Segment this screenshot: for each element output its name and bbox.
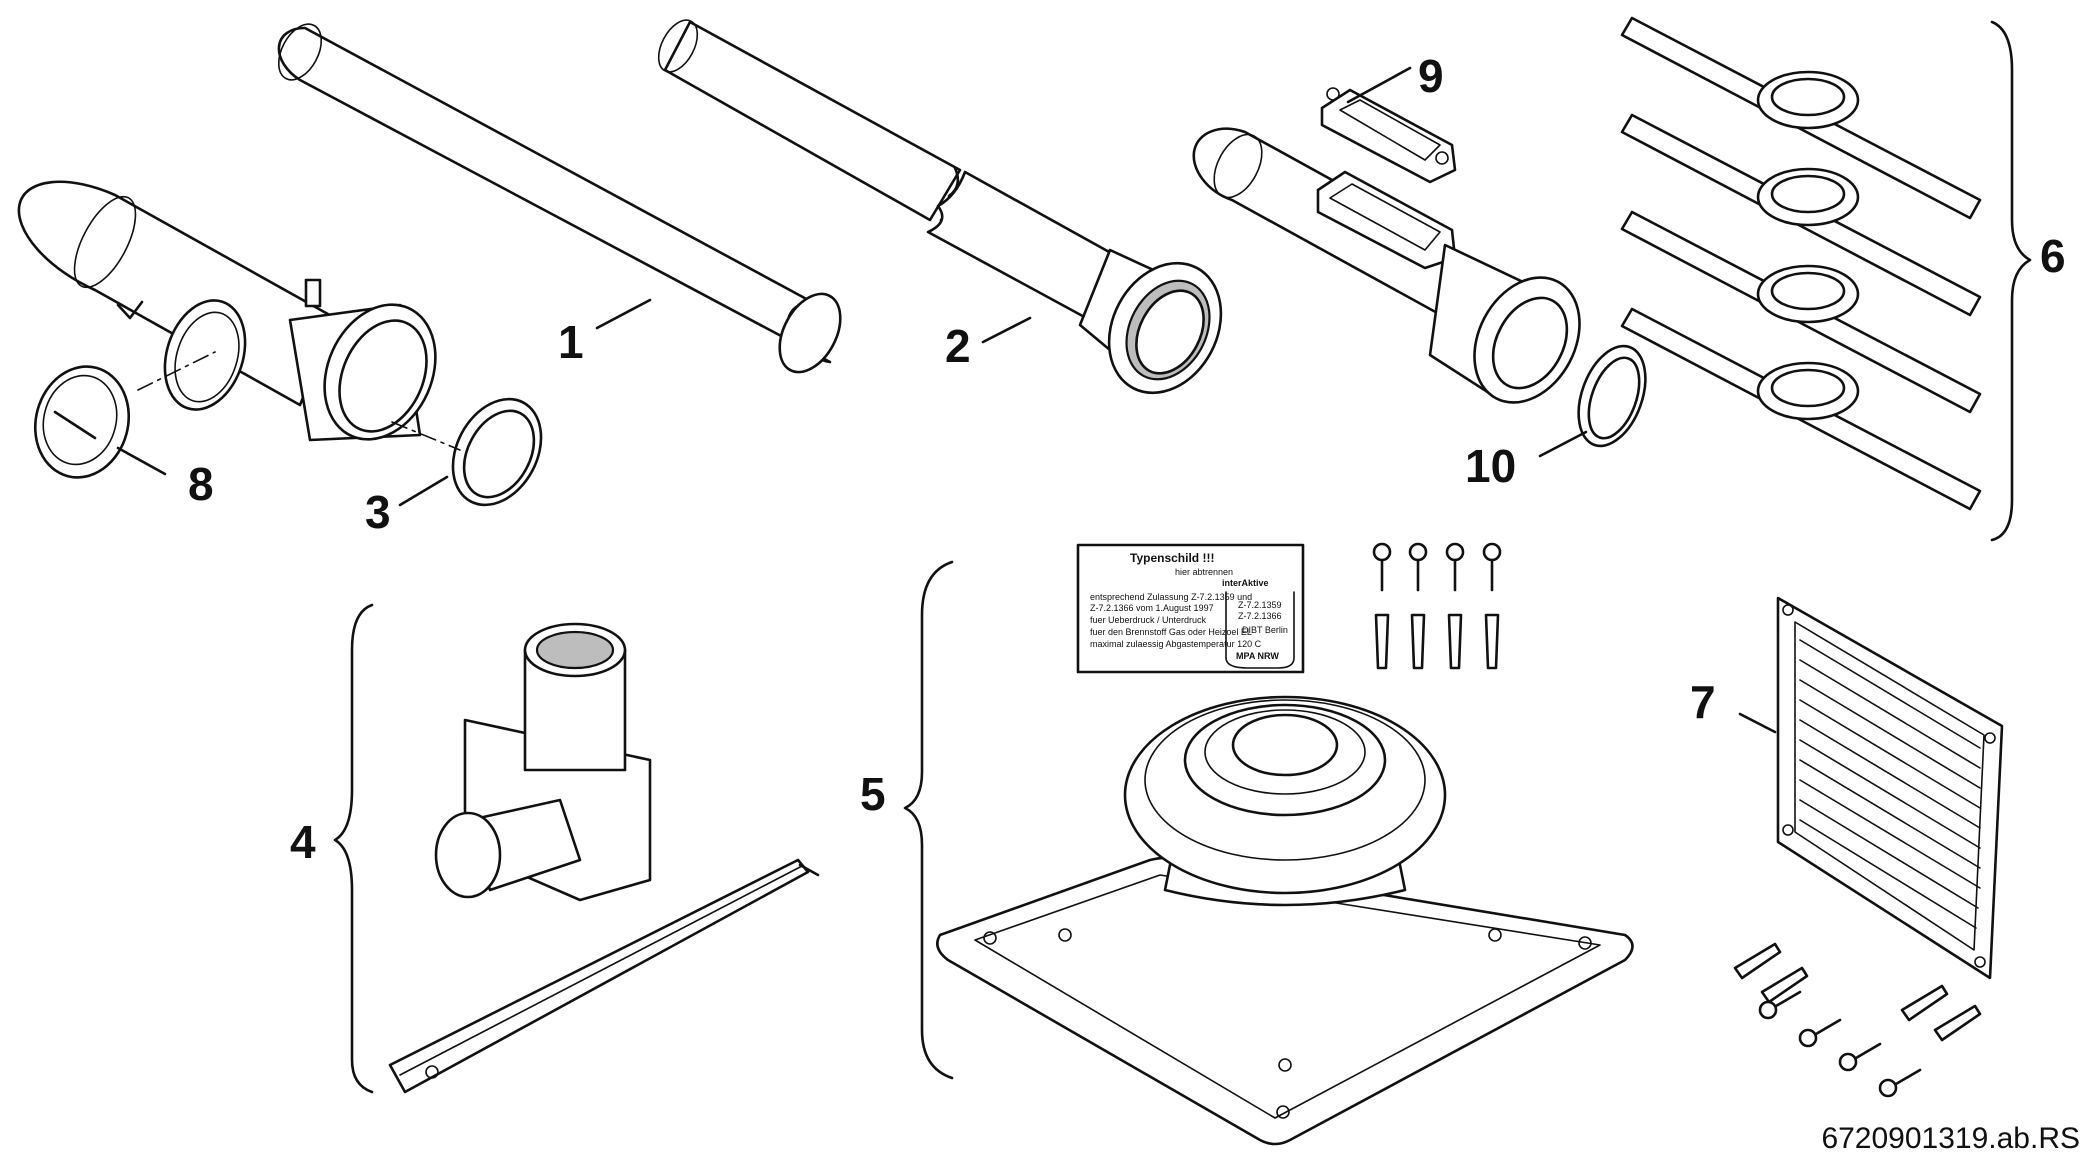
part-10-seal-ring — [1577, 344, 1647, 448]
callout-5: 5 — [860, 768, 886, 820]
part-2-socket-pipe — [657, 19, 1223, 395]
screw — [1758, 990, 1802, 1020]
screw — [1445, 542, 1465, 592]
part-4-rail — [388, 858, 820, 1094]
callout-6: 6 — [2040, 230, 2066, 282]
pipe-clamp — [1620, 16, 1982, 220]
type-label-line: entsprechend Zulassung Z-7.2.1359 und — [1090, 592, 1252, 602]
type-label-line: Z-7.2.1366 vom 1.August 1997 — [1090, 603, 1214, 613]
wall-plug — [1484, 613, 1500, 670]
callout-7: 7 — [1690, 676, 1716, 728]
type-label-test-mark: MPA NRW — [1236, 651, 1279, 661]
type-label-line: maximal zulaessig Abgastemperatur 120 C — [1090, 639, 1262, 649]
wall-plug — [1760, 966, 1809, 1004]
type-label-approval: Z-7.2.1359 — [1238, 600, 1282, 610]
callout-9: 9 — [1418, 50, 1444, 102]
bracket-4 — [333, 603, 374, 1094]
type-label-authority: DIBT Berlin — [1242, 625, 1288, 635]
screw — [1838, 1042, 1882, 1072]
part-9-inspection-cover — [1320, 87, 1457, 184]
type-label-brand: interAktive — [1222, 578, 1269, 588]
screw — [1798, 1018, 1842, 1048]
pipe-clamp — [1620, 210, 1982, 414]
screw — [1372, 542, 1392, 592]
bracket-5 — [903, 560, 954, 1080]
wall-plug — [1374, 613, 1390, 670]
callout-3: 3 — [365, 486, 391, 538]
wall-plug — [1410, 613, 1426, 670]
axis-line — [137, 351, 461, 451]
callout-10: 10 — [1465, 440, 1516, 492]
bracket-6 — [1990, 20, 2032, 542]
part-4-support-bend — [434, 622, 652, 902]
leader-lines — [116, 66, 1777, 734]
part-7-fixings — [1733, 942, 1982, 1098]
part-1-straight-pipe — [277, 23, 842, 374]
part-3-seal-ring — [451, 397, 543, 507]
type-label-title: Typenschild !!! — [1130, 551, 1214, 565]
callout-4: 4 — [290, 816, 316, 868]
part-8-cap — [33, 365, 131, 479]
type-label-line: fuer Ueberdruck / Unterdruck — [1090, 615, 1207, 625]
pipe-clamp — [1620, 307, 1982, 511]
screw — [1408, 542, 1428, 592]
wall-plug — [1733, 942, 1782, 980]
wall-plug — [1900, 984, 1949, 1022]
part-5-wall-plugs — [1374, 613, 1500, 670]
screw — [1482, 542, 1502, 592]
part-6-pipe-clamps — [1620, 16, 1982, 511]
callout-8: 8 — [188, 458, 214, 510]
screw — [1878, 1068, 1922, 1098]
pipe-clamp — [1620, 113, 1982, 317]
part-7-ventilation-grille — [1776, 596, 2004, 980]
part-t-piece — [17, 180, 437, 442]
part-5-roof-flashing — [936, 695, 1634, 1146]
callout-1: 1 — [558, 316, 584, 368]
part-5-screws — [1372, 542, 1502, 592]
type-label-line: fuer den Brennstoff Gas oder Heizoel EL — [1090, 627, 1252, 637]
reference-number: 6720901319.ab.RS — [1821, 1122, 2080, 1155]
part-5-type-label: Typenschild !!! hier abtrennen entsprech… — [1076, 543, 1305, 674]
wall-plug — [1933, 1004, 1982, 1042]
type-label-approval: Z-7.2.1366 — [1238, 611, 1282, 621]
part-inspection-pipe — [1192, 127, 1581, 404]
type-label-subtitle: hier abtrennen — [1175, 567, 1233, 577]
callout-2: 2 — [945, 320, 971, 372]
wall-plug — [1447, 613, 1463, 670]
